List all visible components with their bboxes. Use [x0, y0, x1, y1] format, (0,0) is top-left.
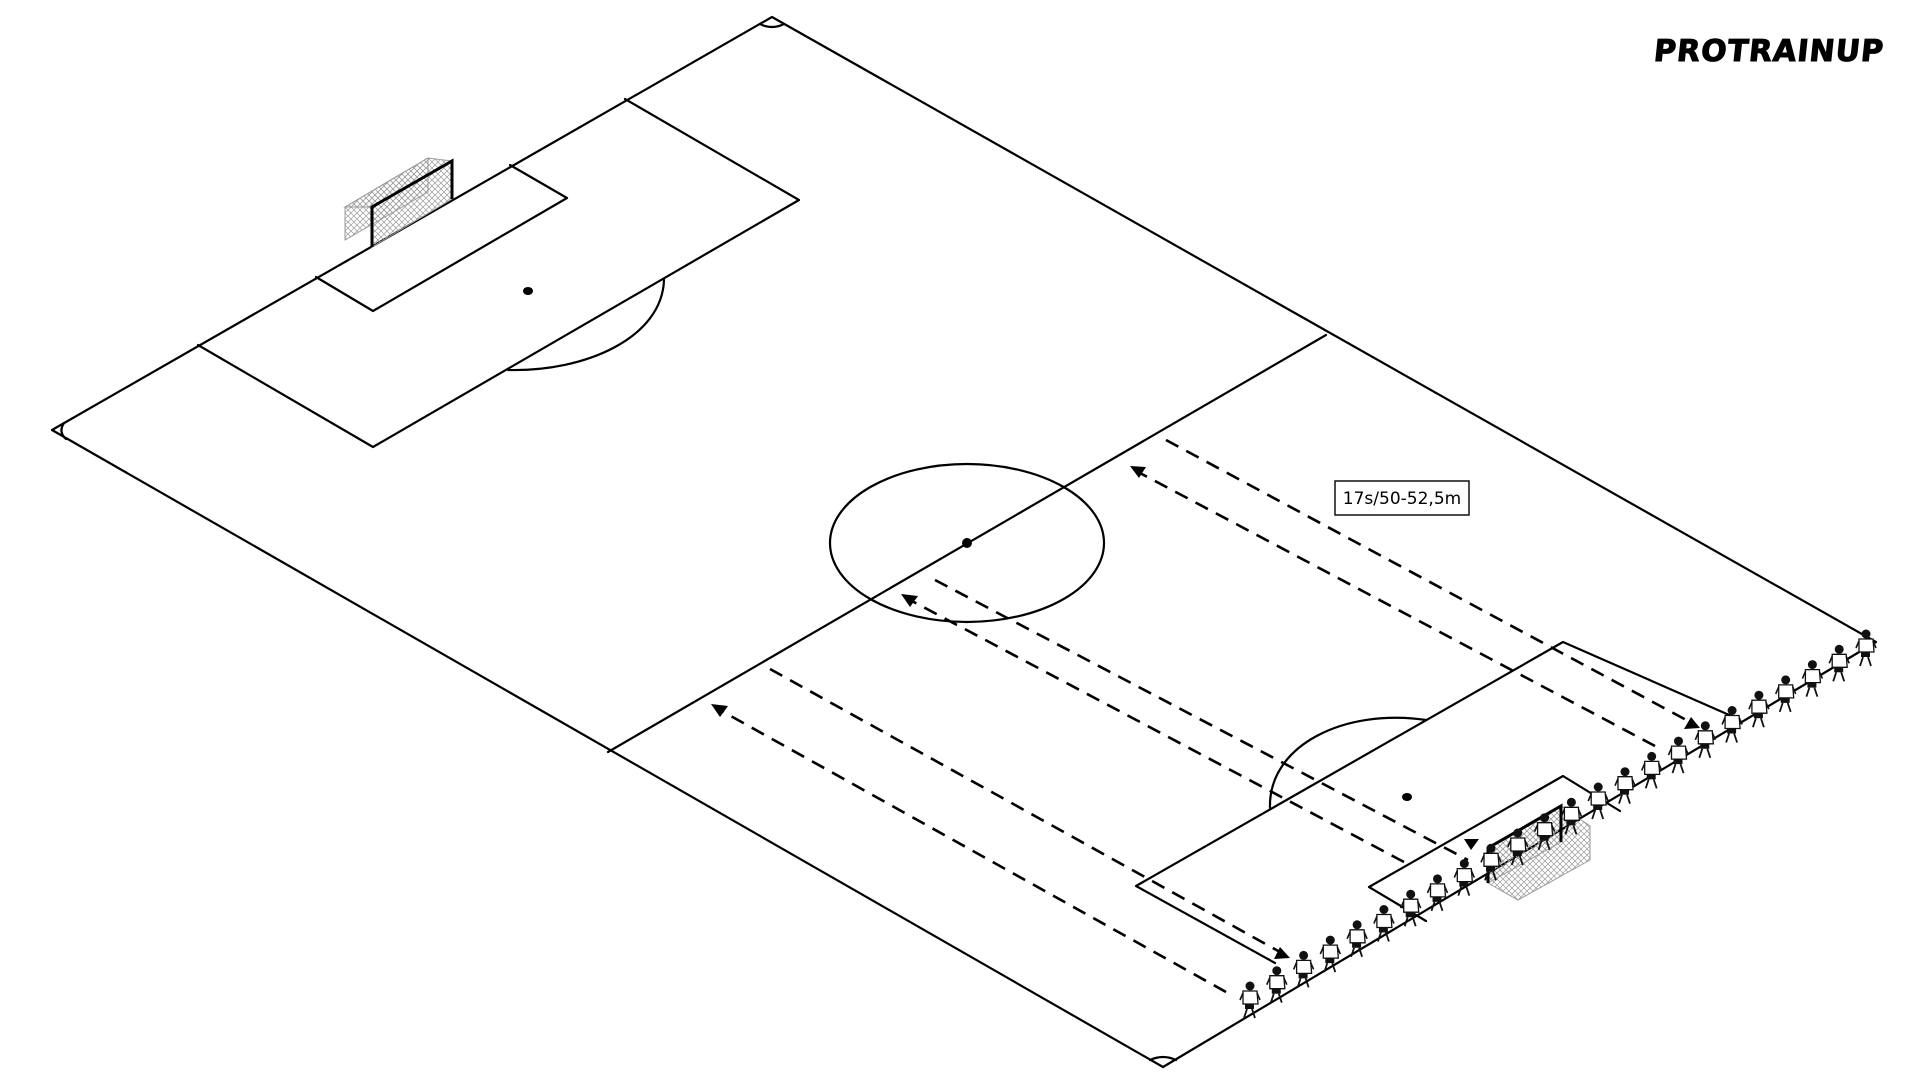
- run-path-3-out: [769, 667, 1281, 954]
- corner-arc-bottom: [1148, 1055, 1178, 1062]
- player: [1239, 981, 1261, 1019]
- arrowhead-1-out: [1684, 717, 1700, 729]
- goal-area-left: [314, 163, 569, 313]
- pitch-boundary: [50, 15, 1878, 1069]
- player: [1828, 644, 1850, 682]
- player: [1373, 905, 1395, 942]
- player: [1560, 797, 1583, 835]
- distance-time-text: 17s/50-52,5m: [1343, 489, 1461, 509]
- goal-left: [343, 157, 454, 248]
- arrowhead-2-up: [1464, 839, 1479, 850]
- player: [1774, 675, 1797, 713]
- arrowhead-2-back: [901, 594, 918, 607]
- player: [1266, 966, 1288, 1003]
- arrowhead-4-back: [711, 704, 728, 717]
- run-path-2-out: [934, 578, 1469, 862]
- arrowhead-1-back: [1130, 466, 1146, 478]
- run-path-4-back: [719, 708, 1227, 994]
- player: [1507, 828, 1529, 866]
- run-arrows: [711, 438, 1700, 994]
- player: [1667, 736, 1690, 774]
- penalty-arc-left: [506, 278, 666, 372]
- player: [1426, 874, 1449, 912]
- player: [1346, 920, 1368, 958]
- players-group: [1239, 629, 1877, 1019]
- penalty-arc-right: [1268, 716, 1428, 810]
- player: [1614, 767, 1636, 804]
- player: [1453, 859, 1476, 896]
- center-spot: [962, 538, 972, 548]
- player: [1587, 782, 1609, 820]
- corner-arc-left: [60, 421, 68, 441]
- run-path-1-back: [1137, 470, 1656, 748]
- corner-arc-top: [758, 22, 786, 29]
- player: [1319, 935, 1342, 973]
- player: [1480, 843, 1502, 881]
- run-path-2-back: [909, 598, 1405, 864]
- player: [1694, 721, 1717, 759]
- center-circle: [828, 462, 1106, 624]
- player: [1748, 690, 1770, 728]
- player: [1399, 889, 1422, 927]
- penalty-area-right: [1134, 640, 1738, 965]
- run-path-1-out: [1165, 438, 1691, 724]
- player: [1292, 950, 1315, 988]
- penalty-spot-left: [523, 287, 533, 295]
- player: [1855, 629, 1877, 667]
- distance-time-label: 17s/50-52,5m: [1334, 480, 1470, 516]
- penalty-spot-right: [1402, 793, 1412, 801]
- player: [1721, 706, 1743, 743]
- player: [1801, 660, 1824, 697]
- arrowhead-3-out: [1274, 947, 1290, 959]
- penalty-area-left: [196, 97, 801, 449]
- player: [1640, 751, 1663, 789]
- player: [1533, 813, 1556, 850]
